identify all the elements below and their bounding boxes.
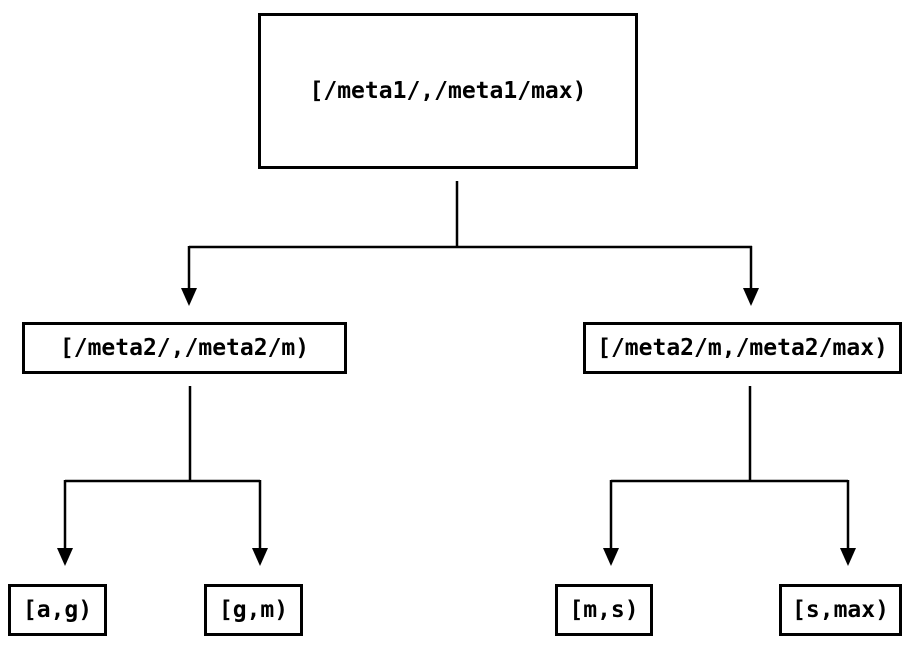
node-meta2-low: [/meta2/,/meta2/m) <box>22 322 347 374</box>
node-meta2-high-label: [/meta2/m,/meta2/max) <box>597 335 888 361</box>
node-leaf-ag: [a,g) <box>8 584 107 636</box>
node-root-label: [/meta1/,/meta1/max) <box>309 78 587 104</box>
node-root: [/meta1/,/meta1/max) <box>258 13 638 169</box>
node-leaf-ms-label: [m,s) <box>569 597 639 623</box>
arrowhead-down-icon <box>603 548 619 566</box>
arrowhead-down-icon <box>840 548 856 566</box>
arrowhead-down-icon <box>57 548 73 566</box>
arrowhead-down-icon <box>181 288 197 306</box>
node-leaf-ag-label: [a,g) <box>22 597 93 623</box>
node-leaf-gm: [g,m) <box>204 584 303 636</box>
node-meta2-high: [/meta2/m,/meta2/max) <box>583 322 902 374</box>
node-meta2-low-label: [/meta2/,/meta2/m) <box>59 335 310 361</box>
arrowhead-down-icon <box>252 548 268 566</box>
node-leaf-ms: [m,s) <box>555 584 653 636</box>
node-leaf-smax: [s,max) <box>779 584 902 636</box>
node-leaf-gm-label: [g,m) <box>218 597 289 623</box>
arrowhead-down-icon <box>743 288 759 306</box>
node-leaf-smax-label: [s,max) <box>792 597 889 623</box>
